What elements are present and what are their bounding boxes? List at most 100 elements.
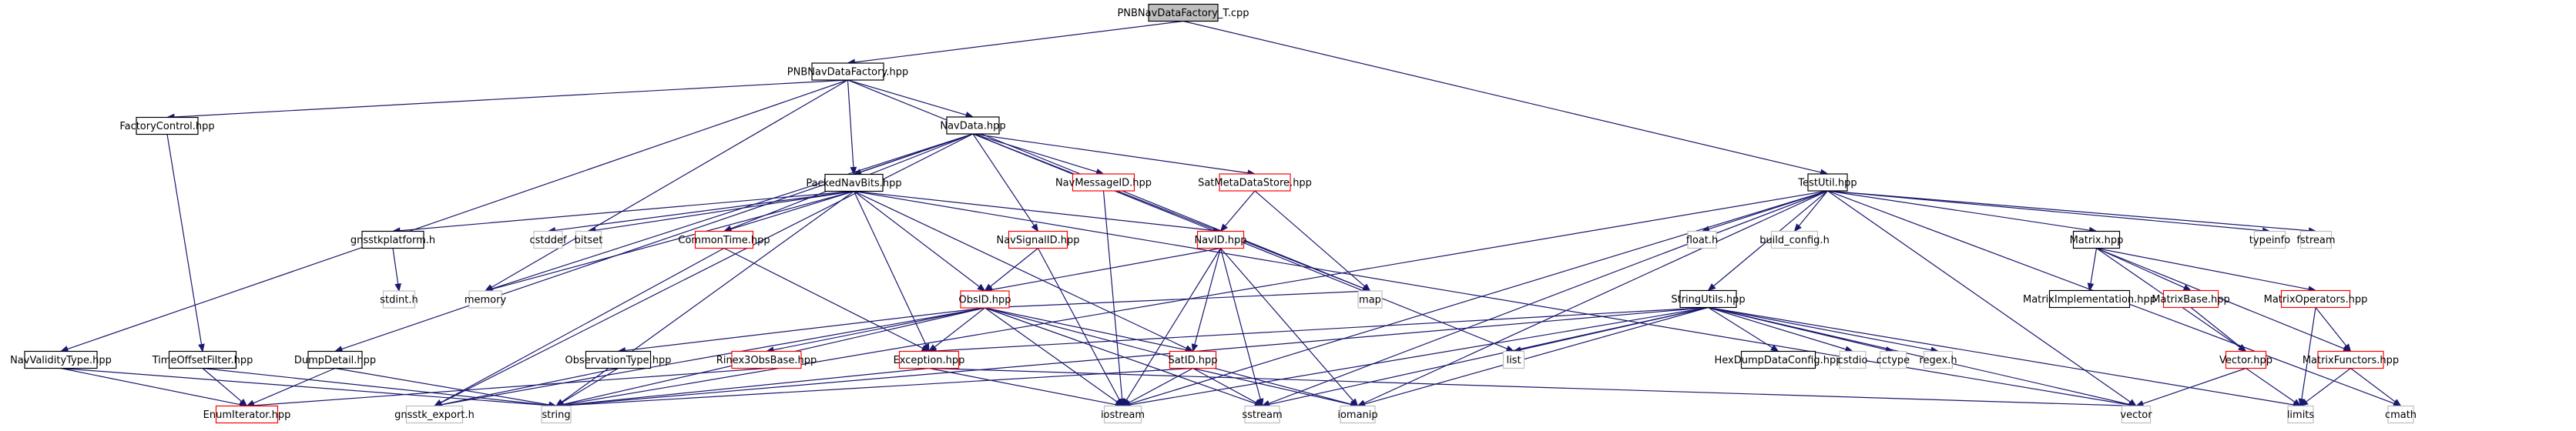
node-label-matriximpl: MatrixImplementation.hpp [2023, 294, 2156, 306]
node-cctype: cctype [1877, 350, 1910, 369]
node-vectorhpp[interactable]: Vector.hpp [2219, 350, 2272, 369]
node-hexdump[interactable]: HexDumpDataConfig.hpp [1714, 350, 1843, 369]
node-label-timeoffset: TimeOffsetFilter.hpp [152, 355, 253, 366]
node-label-gnssplat: gnsstkplatform.h [351, 235, 435, 246]
include-edge-navsignalid-to-obsid [984, 248, 1038, 292]
node-fstream: fstream [2296, 230, 2336, 249]
node-navdata[interactable]: NavData.hpp [940, 116, 1006, 135]
include-edge-navsignalid-to-iostream [1037, 248, 1124, 407]
include-edge-navid-to-satid [1191, 248, 1222, 352]
node-label-testutil: TestUtil.hpp [1797, 178, 1857, 189]
include-edge-pnbf-to-navdata [847, 79, 974, 119]
node-label-enumit: EnumIterator.hpp [203, 409, 291, 421]
node-typeinfo: typeinfo [2249, 230, 2290, 249]
include-edge-testutil-to-iomanip [1357, 190, 1828, 407]
include-edge-matrixfunc-to-cmath [2350, 368, 2402, 407]
node-matriximpl[interactable]: MatrixImplementation.hpp [2023, 289, 2156, 309]
include-edge-root-to-testutil [1182, 20, 1829, 176]
include-edge-factctl-to-timeoffset [166, 134, 205, 352]
node-label-factctl: FactoryControl.hpp [119, 121, 214, 132]
include-edge-packed-to-vector [854, 190, 2138, 409]
node-iostream: iostream [1101, 405, 1145, 424]
include-edge-matrix-to-matrixbase [2096, 247, 2192, 292]
node-cstddef: cstddef [529, 230, 567, 249]
node-gnsstkexport: gnsstk_export.h [394, 405, 475, 424]
node-matrixops[interactable]: MatrixOperators.hpp [2264, 289, 2368, 309]
node-obsid[interactable]: ObsID.hpp [959, 290, 1011, 309]
node-sstream: sstream [1242, 405, 1283, 424]
node-regex: regex.h [1919, 350, 1957, 369]
include-edge-matrixfunc-to-limits [2299, 368, 2351, 407]
node-label-iostream: iostream [1101, 409, 1145, 421]
node-label-list: list [1506, 355, 1521, 366]
include-edge-navid-to-sstream [1219, 248, 1264, 407]
node-memory: memory [465, 290, 506, 309]
node-label-strutils: StringUtils.hpp [1671, 294, 1745, 306]
include-edge-root-to-pnbf [847, 20, 1184, 66]
node-matrix[interactable]: Matrix.hpp [2070, 230, 2124, 249]
node-gnssplat[interactable]: gnsstkplatform.h [351, 230, 435, 249]
node-buildcfg: build_config.h [1759, 230, 1830, 249]
include-edge-packed-to-obsid [854, 191, 986, 292]
node-testutil[interactable]: TestUtil.hpp [1797, 173, 1857, 192]
node-satid[interactable]: SatID.hpp [1168, 350, 1218, 369]
node-stdint: stdint.h [380, 290, 418, 309]
node-packed[interactable]: PackedNavBits.hpp [806, 173, 902, 192]
include-edge-testutil-to-strutils [1707, 190, 1828, 292]
include-edge-pnbf-to-memory [484, 79, 848, 292]
node-obstype[interactable]: ObservationType.hpp [565, 350, 672, 369]
node-label-hexdump: HexDumpDataConfig.hpp [1714, 355, 1842, 366]
node-label-regex: regex.h [1919, 355, 1957, 366]
include-edge-matrix-to-matrixops [2096, 247, 2317, 292]
node-exception[interactable]: Exception.hpp [894, 350, 965, 369]
node-commontime[interactable]: CommonTime.hpp [678, 230, 770, 249]
include-edge-matrixops-to-matrixfunc [2315, 307, 2352, 352]
node-label-gnsstkexport: gnsstk_export.h [394, 409, 475, 421]
include-edge-satmeta-to-navid [1219, 190, 1256, 232]
node-string: string [541, 405, 572, 424]
node-root[interactable]: PNBNavDataFactory_T.cpp [1117, 3, 1249, 22]
edges-layer [59, 20, 2402, 409]
node-rinex[interactable]: Rinex3ObsBase.hpp [716, 350, 817, 369]
include-edge-strutils-to-iomanip [1357, 306, 1709, 408]
node-timeoffset[interactable]: TimeOffsetFilter.hpp [152, 350, 253, 369]
node-label-root: PNBNavDataFactory_T.cpp [1117, 8, 1249, 19]
include-edge-packed-to-exception [853, 191, 930, 352]
node-enumit[interactable]: EnumIterator.hpp [203, 405, 291, 424]
node-label-satmeta: SatMetaDataStore.hpp [1198, 178, 1312, 189]
node-cmath: cmath [2385, 405, 2417, 424]
node-label-exception: Exception.hpp [894, 355, 965, 366]
node-label-sstream: sstream [1242, 409, 1282, 421]
node-label-obsid: ObsID.hpp [959, 295, 1011, 306]
node-strutils[interactable]: StringUtils.hpp [1671, 289, 1746, 309]
node-label-pnbf: PNBNavDataFactory.hpp [787, 67, 908, 79]
node-label-obstype: ObservationType.hpp [565, 355, 672, 366]
node-navmsgid[interactable]: NavMessageID.hpp [1055, 173, 1152, 192]
nodes-layer: PNBNavDataFactory_T.cppPNBNavDataFactory… [10, 3, 2417, 424]
include-edge-strutils-to-regex [1708, 306, 1940, 353]
node-navid[interactable]: NavID.hpp [1194, 230, 1247, 249]
node-matrixbase[interactable]: MatrixBase.hpp [2152, 289, 2230, 309]
node-navvalidity[interactable]: NavValidityType.hpp [10, 350, 112, 369]
node-label-vectorhpp: Vector.hpp [2219, 355, 2272, 366]
node-list: list [1502, 350, 1525, 369]
include-edge-matrixbase-to-vectorhpp [2190, 307, 2247, 352]
include-edge-navid-to-iostream [1122, 248, 1222, 407]
node-satmeta[interactable]: SatMetaDataStore.hpp [1198, 173, 1312, 192]
include-edge-obsid-to-map [984, 288, 1371, 309]
include-edge-pnbf-to-factctl [166, 79, 848, 121]
include-edge-matrix-to-matriximpl [2087, 248, 2098, 292]
node-label-fstream: fstream [2296, 235, 2335, 246]
node-label-rinex: Rinex3ObsBase.hpp [716, 355, 817, 366]
node-matrixfunc[interactable]: MatrixFunctors.hpp [2303, 350, 2399, 369]
node-pnbf[interactable]: PNBNavDataFactory.hpp [787, 62, 908, 81]
node-factctl[interactable]: FactoryControl.hpp [119, 116, 215, 135]
node-dumpdetail[interactable]: DumpDetail.hpp [294, 350, 376, 369]
include-edge-navvalidity-to-string [60, 367, 558, 409]
node-label-navid: NavID.hpp [1194, 235, 1246, 246]
node-iomanip: iomanip [1337, 405, 1378, 424]
node-bitset: bitset [575, 230, 602, 249]
include-edge-vectorhpp-to-vector [2135, 367, 2246, 407]
include-edge-strutils-to-hexdump [1708, 306, 1779, 352]
node-navsignalid[interactable]: NavSignalID.hpp [996, 230, 1080, 249]
